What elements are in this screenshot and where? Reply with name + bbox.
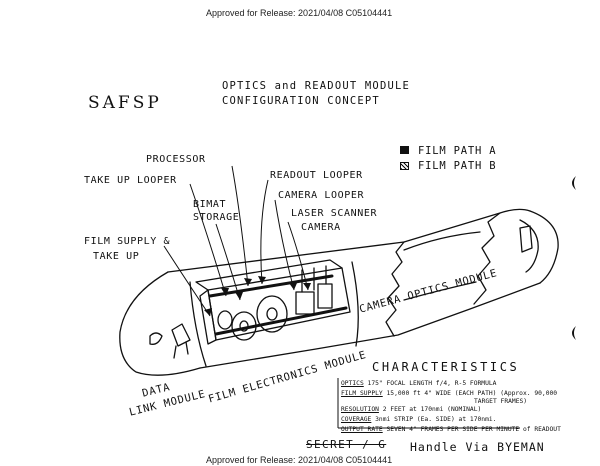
callout-film-supply-line-2: TAKE UP (93, 251, 139, 262)
leader-readout-looper (261, 180, 268, 284)
cutaway-torn-edge-1 (386, 242, 404, 336)
callout-camera-looper: CAMERA LOOPER (278, 190, 364, 201)
characteristics-row-coverage: COVERAGE 3nmi STRIP (Ea. SIDE) at 170nmi… (341, 416, 496, 423)
leader-processor (232, 166, 248, 286)
divider-data-link (190, 282, 206, 366)
callout-processor: PROCESSOR (146, 154, 206, 165)
punch-mark-1 (572, 176, 576, 190)
callout-laser-scanner-line-2: CAMERA (301, 222, 341, 233)
nose-cone (120, 272, 200, 375)
callout-bimat-storage-line-2: STORAGE (193, 212, 239, 223)
callout-bimat-storage-line-1: BIMAT (193, 199, 226, 210)
characteristics-row-output-rate: OUTPUT RATE SEVEN 4" FRAMES PER SIDE PER… (341, 426, 561, 433)
characteristics-heading: CHARACTERISTICS (372, 360, 519, 374)
data-link-antenna (172, 324, 190, 346)
processing-box-side (200, 290, 216, 344)
scanner-unit (296, 292, 314, 314)
spool-supply (218, 311, 232, 329)
callout-take-up-looper: TAKE UP LOOPER (84, 175, 177, 186)
cutaway-torn-edge-2 (474, 213, 500, 304)
callout-laser-scanner-line-1: LASER SCANNER (291, 208, 377, 219)
optics-barrel-top (404, 232, 480, 250)
characteristics-row-optics: OPTICS 175" FOCAL LENGTH f/4, R-5 FORMUL… (341, 380, 496, 387)
camera-unit (318, 284, 332, 308)
callout-readout-looper: READOUT LOOPER (270, 170, 363, 181)
handling-caveat: Handle Via BYEMAN (410, 440, 545, 454)
characteristics-row-film-supply-cont: TARGET FRAMES) (474, 398, 527, 405)
characteristics-row-film-supply: FILM SUPPLY 15,000 ft 4" WIDE (EACH PATH… (341, 390, 557, 397)
callout-film-supply-line-1: FILM SUPPLY & (84, 236, 170, 247)
aft-end-cap (530, 211, 558, 283)
characteristics-row-resolution: RESOLUTION 2 FEET at 170nmi (NOMINAL) (341, 406, 481, 413)
spool-main (257, 296, 287, 332)
classification-marking: SECRET / G (306, 438, 386, 451)
punch-mark-2 (572, 326, 576, 340)
